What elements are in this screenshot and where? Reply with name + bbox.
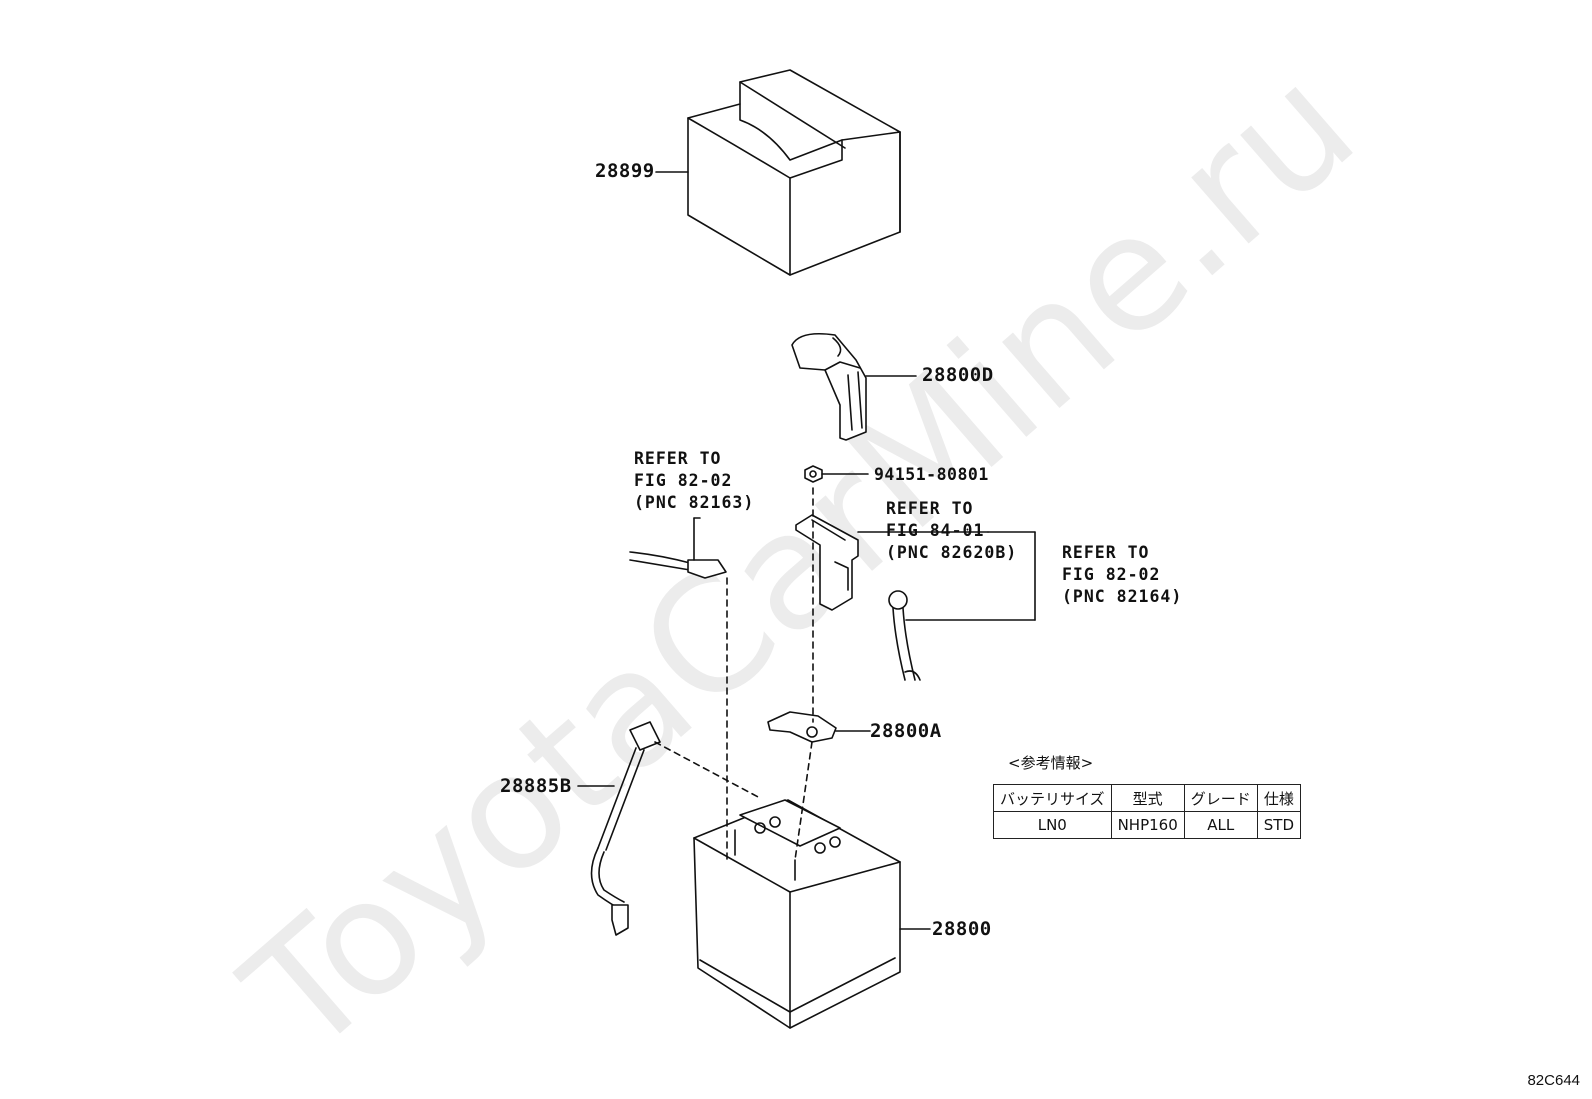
ring-cable-drawing bbox=[888, 590, 1036, 681]
battery-cover-drawing bbox=[655, 69, 901, 276]
info-header-model: 型式 bbox=[1110, 784, 1185, 812]
label-nut: 94151-80801 bbox=[874, 465, 989, 484]
label-battery-cover: 28899 bbox=[595, 160, 655, 182]
info-table-header-row: バッテリサイズ 型式 グレード 仕様 bbox=[993, 784, 1302, 812]
ref-mid-line2: FIG 84-01 bbox=[886, 521, 985, 540]
info-header-battery-size: バッテリサイズ bbox=[993, 784, 1112, 812]
terminal-cover-drawing bbox=[791, 332, 917, 441]
reference-note-mid: REFER TO FIG 84-01 (PNC 82620B) bbox=[886, 498, 1017, 564]
ground-cable-drawing bbox=[629, 517, 727, 579]
ref-left-line3: (PNC 82163) bbox=[634, 493, 755, 512]
figure-code: 82C644 bbox=[1527, 1072, 1580, 1089]
assembly-lines bbox=[654, 487, 814, 861]
ref-right-line3: (PNC 82164) bbox=[1062, 587, 1183, 606]
battery-drawing bbox=[693, 799, 931, 1029]
terminal-clamp-drawing bbox=[767, 711, 871, 743]
ref-left-line1: REFER TO bbox=[634, 449, 722, 468]
ref-right-line1: REFER TO bbox=[1062, 543, 1150, 562]
info-table-row: LN0 NHP160 ALL STD bbox=[993, 811, 1302, 839]
reference-note-right: REFER TO FIG 82-02 (PNC 82164) bbox=[1062, 542, 1182, 608]
info-table-title: <参考情報> bbox=[1008, 754, 1094, 772]
info-header-spec: 仕様 bbox=[1256, 784, 1302, 812]
bracket-drawing bbox=[795, 514, 1036, 621]
label-battery: 28800 bbox=[932, 918, 992, 940]
info-cell-grade: ALL bbox=[1183, 811, 1258, 839]
ref-mid-line3: (PNC 82620B) bbox=[886, 543, 1018, 562]
info-table: バッテリサイズ 型式 グレード 仕様 LN0 NHP160 ALL STD bbox=[993, 784, 1302, 839]
reference-note-left: REFER TO FIG 82-02 (PNC 82163) bbox=[634, 448, 754, 514]
label-terminal-cover: 28800D bbox=[922, 364, 994, 386]
info-cell-spec: STD bbox=[1256, 811, 1302, 839]
info-cell-battery-size: LN0 bbox=[993, 811, 1112, 839]
vent-hose-drawing bbox=[577, 721, 661, 936]
label-terminal-clamp: 28800A bbox=[870, 720, 942, 742]
ref-right-line2: FIG 82-02 bbox=[1062, 565, 1161, 584]
label-vent-hose: 28885B bbox=[500, 775, 572, 797]
nut-drawing bbox=[804, 465, 869, 483]
info-header-grade: グレード bbox=[1183, 784, 1258, 812]
ref-left-line2: FIG 82-02 bbox=[634, 471, 733, 490]
info-cell-model: NHP160 bbox=[1110, 811, 1185, 839]
ref-mid-line1: REFER TO bbox=[886, 499, 974, 518]
